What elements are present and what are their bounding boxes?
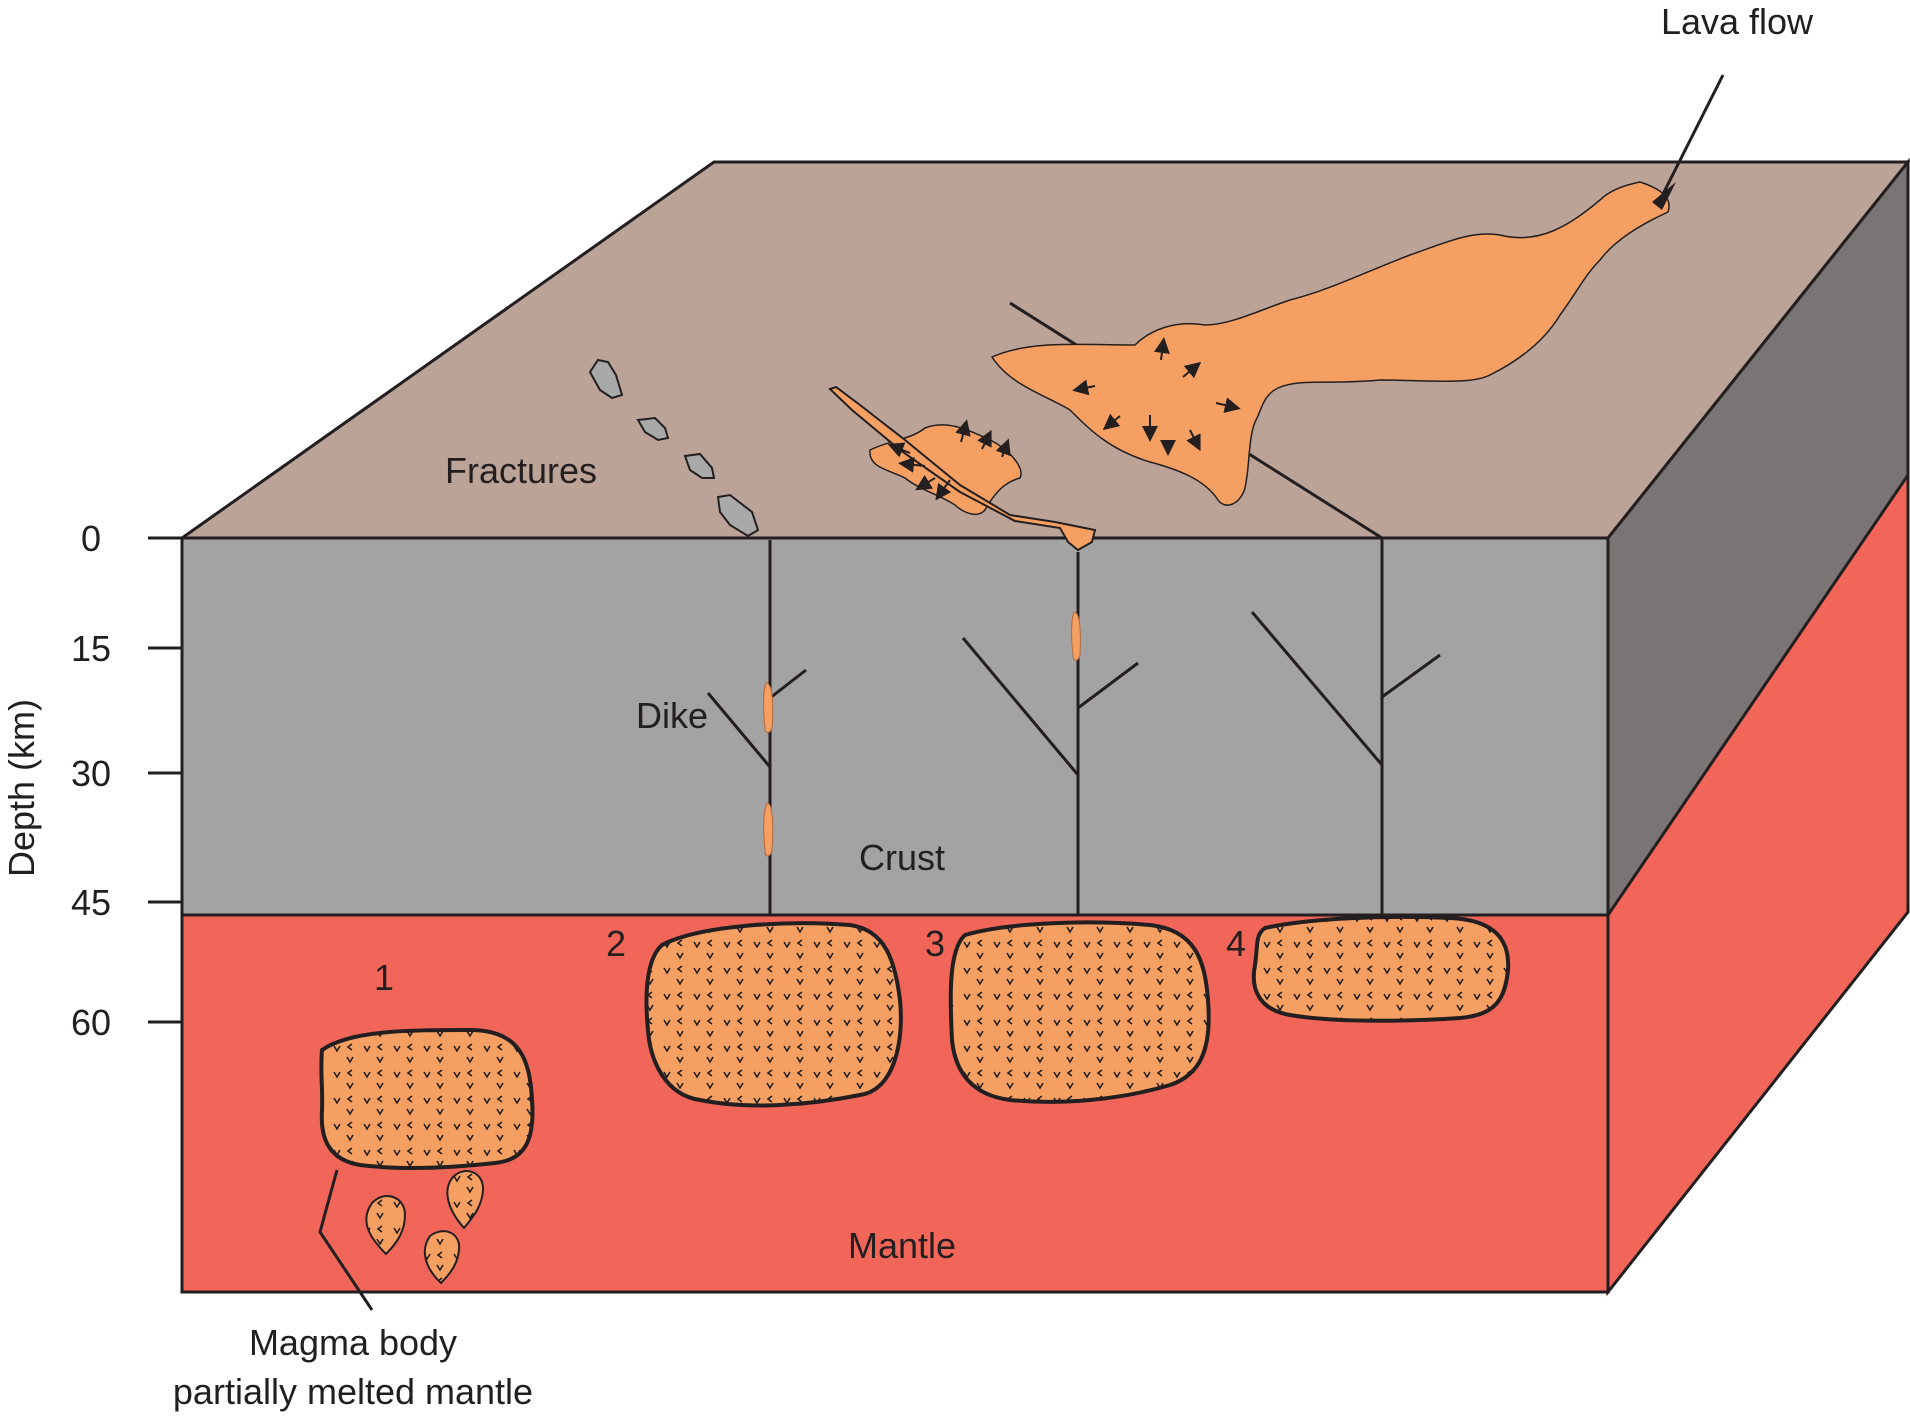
lava-flow-pointer [1658, 74, 1725, 201]
fracture-piece [636, 416, 670, 442]
magma-label-line2: partially melted mantle [173, 1371, 533, 1412]
fracture-piece [588, 358, 624, 400]
dike-label: Dike [636, 695, 708, 736]
crust-label: Crust [859, 837, 945, 878]
dike-magma-blebs [763, 611, 1081, 857]
lava-flow-label: Lava flow [1661, 1, 1814, 42]
magma-leader-line [318, 1169, 374, 1311]
crust-front-face [180, 536, 1610, 917]
depth-ticks [148, 536, 182, 1024]
lava-flow-shape [990, 181, 1670, 506]
mantle-label: Mantle [848, 1225, 956, 1266]
stage-label-2: 2 [606, 923, 626, 964]
fracture-piece [716, 493, 760, 538]
tick-label-45: 45 [71, 882, 111, 923]
tick-label-0: 0 [81, 518, 101, 559]
magma-body-4 [1251, 914, 1511, 1023]
stage-label-4: 4 [1226, 923, 1246, 964]
stage-label-3: 3 [925, 923, 945, 964]
dike-outcrop [828, 385, 1097, 552]
magma-droplets [365, 1170, 485, 1285]
fractures-label: Fractures [445, 450, 597, 491]
lava-flow-pointer-head [1652, 182, 1676, 210]
tick-label-60: 60 [71, 1002, 111, 1043]
tick-label-30: 30 [71, 753, 111, 794]
stage-label-1: 1 [374, 957, 394, 998]
flow-arrows [887, 337, 1241, 501]
fracture-pieces [588, 358, 760, 538]
axis-title: Depth (km) [1, 699, 42, 877]
magma-body-1 [319, 1027, 535, 1170]
magma-label-line1: Magma body [249, 1322, 457, 1363]
magma-body-2 [644, 921, 903, 1108]
magma-body-3 [948, 920, 1211, 1104]
fracture-piece [683, 452, 716, 479]
tick-label-15: 15 [71, 628, 111, 669]
